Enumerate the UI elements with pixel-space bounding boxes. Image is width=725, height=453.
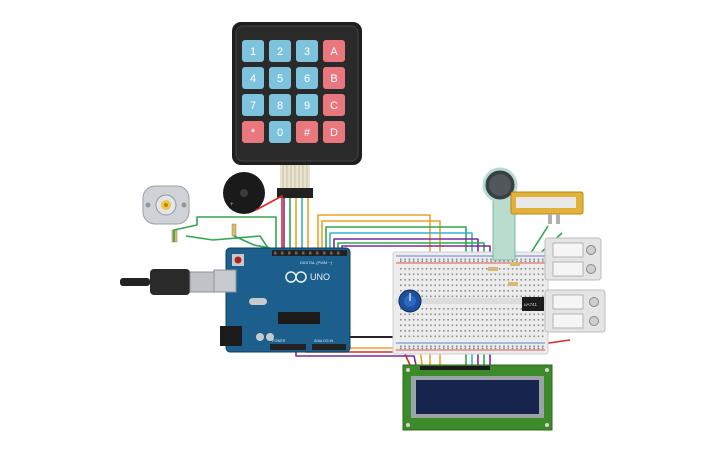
- keypad-key-0[interactable]: 0: [269, 121, 291, 143]
- power-label: POWER: [272, 339, 286, 343]
- keypad-key-label: #: [304, 127, 311, 139]
- arduino-logo-icon: [285, 271, 307, 283]
- keypad-key-label: C: [330, 100, 338, 112]
- keypad-key-label: 0: [277, 127, 283, 139]
- keypad-key-label: 9: [304, 100, 310, 112]
- breadboard[interactable]: [392, 251, 549, 355]
- keypad-key-label: *: [251, 127, 256, 139]
- keypad-key-label: 5: [277, 73, 283, 85]
- keypad-key-label: 7: [250, 100, 256, 112]
- keypad[interactable]: 1 2 3 A 4 5 6 B 7 8 9 C * 0 # D: [232, 22, 362, 198]
- opamp-label: uA741: [524, 302, 538, 307]
- keypad-key-label: D: [330, 127, 338, 139]
- relay-icon[interactable]: [544, 289, 606, 333]
- lcd-display[interactable]: [402, 364, 553, 431]
- keypad-key-#[interactable]: #: [296, 121, 318, 143]
- analog-label: ANALOG IN: [314, 339, 334, 343]
- svg-text:+: +: [230, 202, 234, 208]
- usb-cable-icon: [120, 269, 216, 295]
- keypad-key-7[interactable]: 7: [242, 94, 264, 116]
- keypad-key-*[interactable]: *: [242, 121, 264, 143]
- keypad-key-label: A: [330, 46, 338, 58]
- buzzer-icon[interactable]: +: [223, 172, 265, 237]
- opamp-chip[interactable]: uA741: [522, 297, 544, 311]
- keypad-key-label: 8: [277, 100, 283, 112]
- keypad-key-8[interactable]: 8: [269, 94, 291, 116]
- arduino-board[interactable]: DIGITAL (PWM ~) UNO POWER ANALOG IN: [213, 247, 351, 353]
- keypad-key-3[interactable]: 3: [296, 40, 318, 62]
- keypad-key-D[interactable]: D: [323, 121, 345, 143]
- keypad-key-label: 2: [277, 46, 283, 58]
- keypad-key-label: B: [330, 73, 337, 85]
- keypad-key-C[interactable]: C: [323, 94, 345, 116]
- keypad-ribbon: [277, 165, 313, 198]
- relay-icon[interactable]: [544, 237, 602, 281]
- keypad-key-5[interactable]: 5: [269, 67, 291, 89]
- motor-icon[interactable]: [142, 185, 190, 243]
- keypad-key-9[interactable]: 9: [296, 94, 318, 116]
- keypad-key-label: 6: [304, 73, 310, 85]
- keypad-keys[interactable]: 1 2 3 A 4 5 6 B 7 8 9 C * 0 # D: [242, 40, 345, 143]
- keypad-key-2[interactable]: 2: [269, 40, 291, 62]
- keypad-key-A[interactable]: A: [323, 40, 345, 62]
- keypad-key-label: 4: [250, 73, 256, 85]
- digital-label: DIGITAL (PWM ~): [300, 260, 333, 265]
- keypad-key-4[interactable]: 4: [242, 67, 264, 89]
- keypad-key-1[interactable]: 1: [242, 40, 264, 62]
- keypad-key-label: 1: [250, 46, 256, 58]
- force-sensor-icon[interactable]: [482, 167, 518, 261]
- strip-sensor[interactable]: [510, 191, 584, 224]
- potentiometer-icon[interactable]: [398, 289, 422, 313]
- keypad-key-6[interactable]: 6: [296, 67, 318, 89]
- keypad-key-B[interactable]: B: [323, 67, 345, 89]
- resistors: [488, 262, 520, 286]
- arduino-brand: UNO: [310, 272, 330, 282]
- keypad-key-label: 3: [304, 46, 310, 58]
